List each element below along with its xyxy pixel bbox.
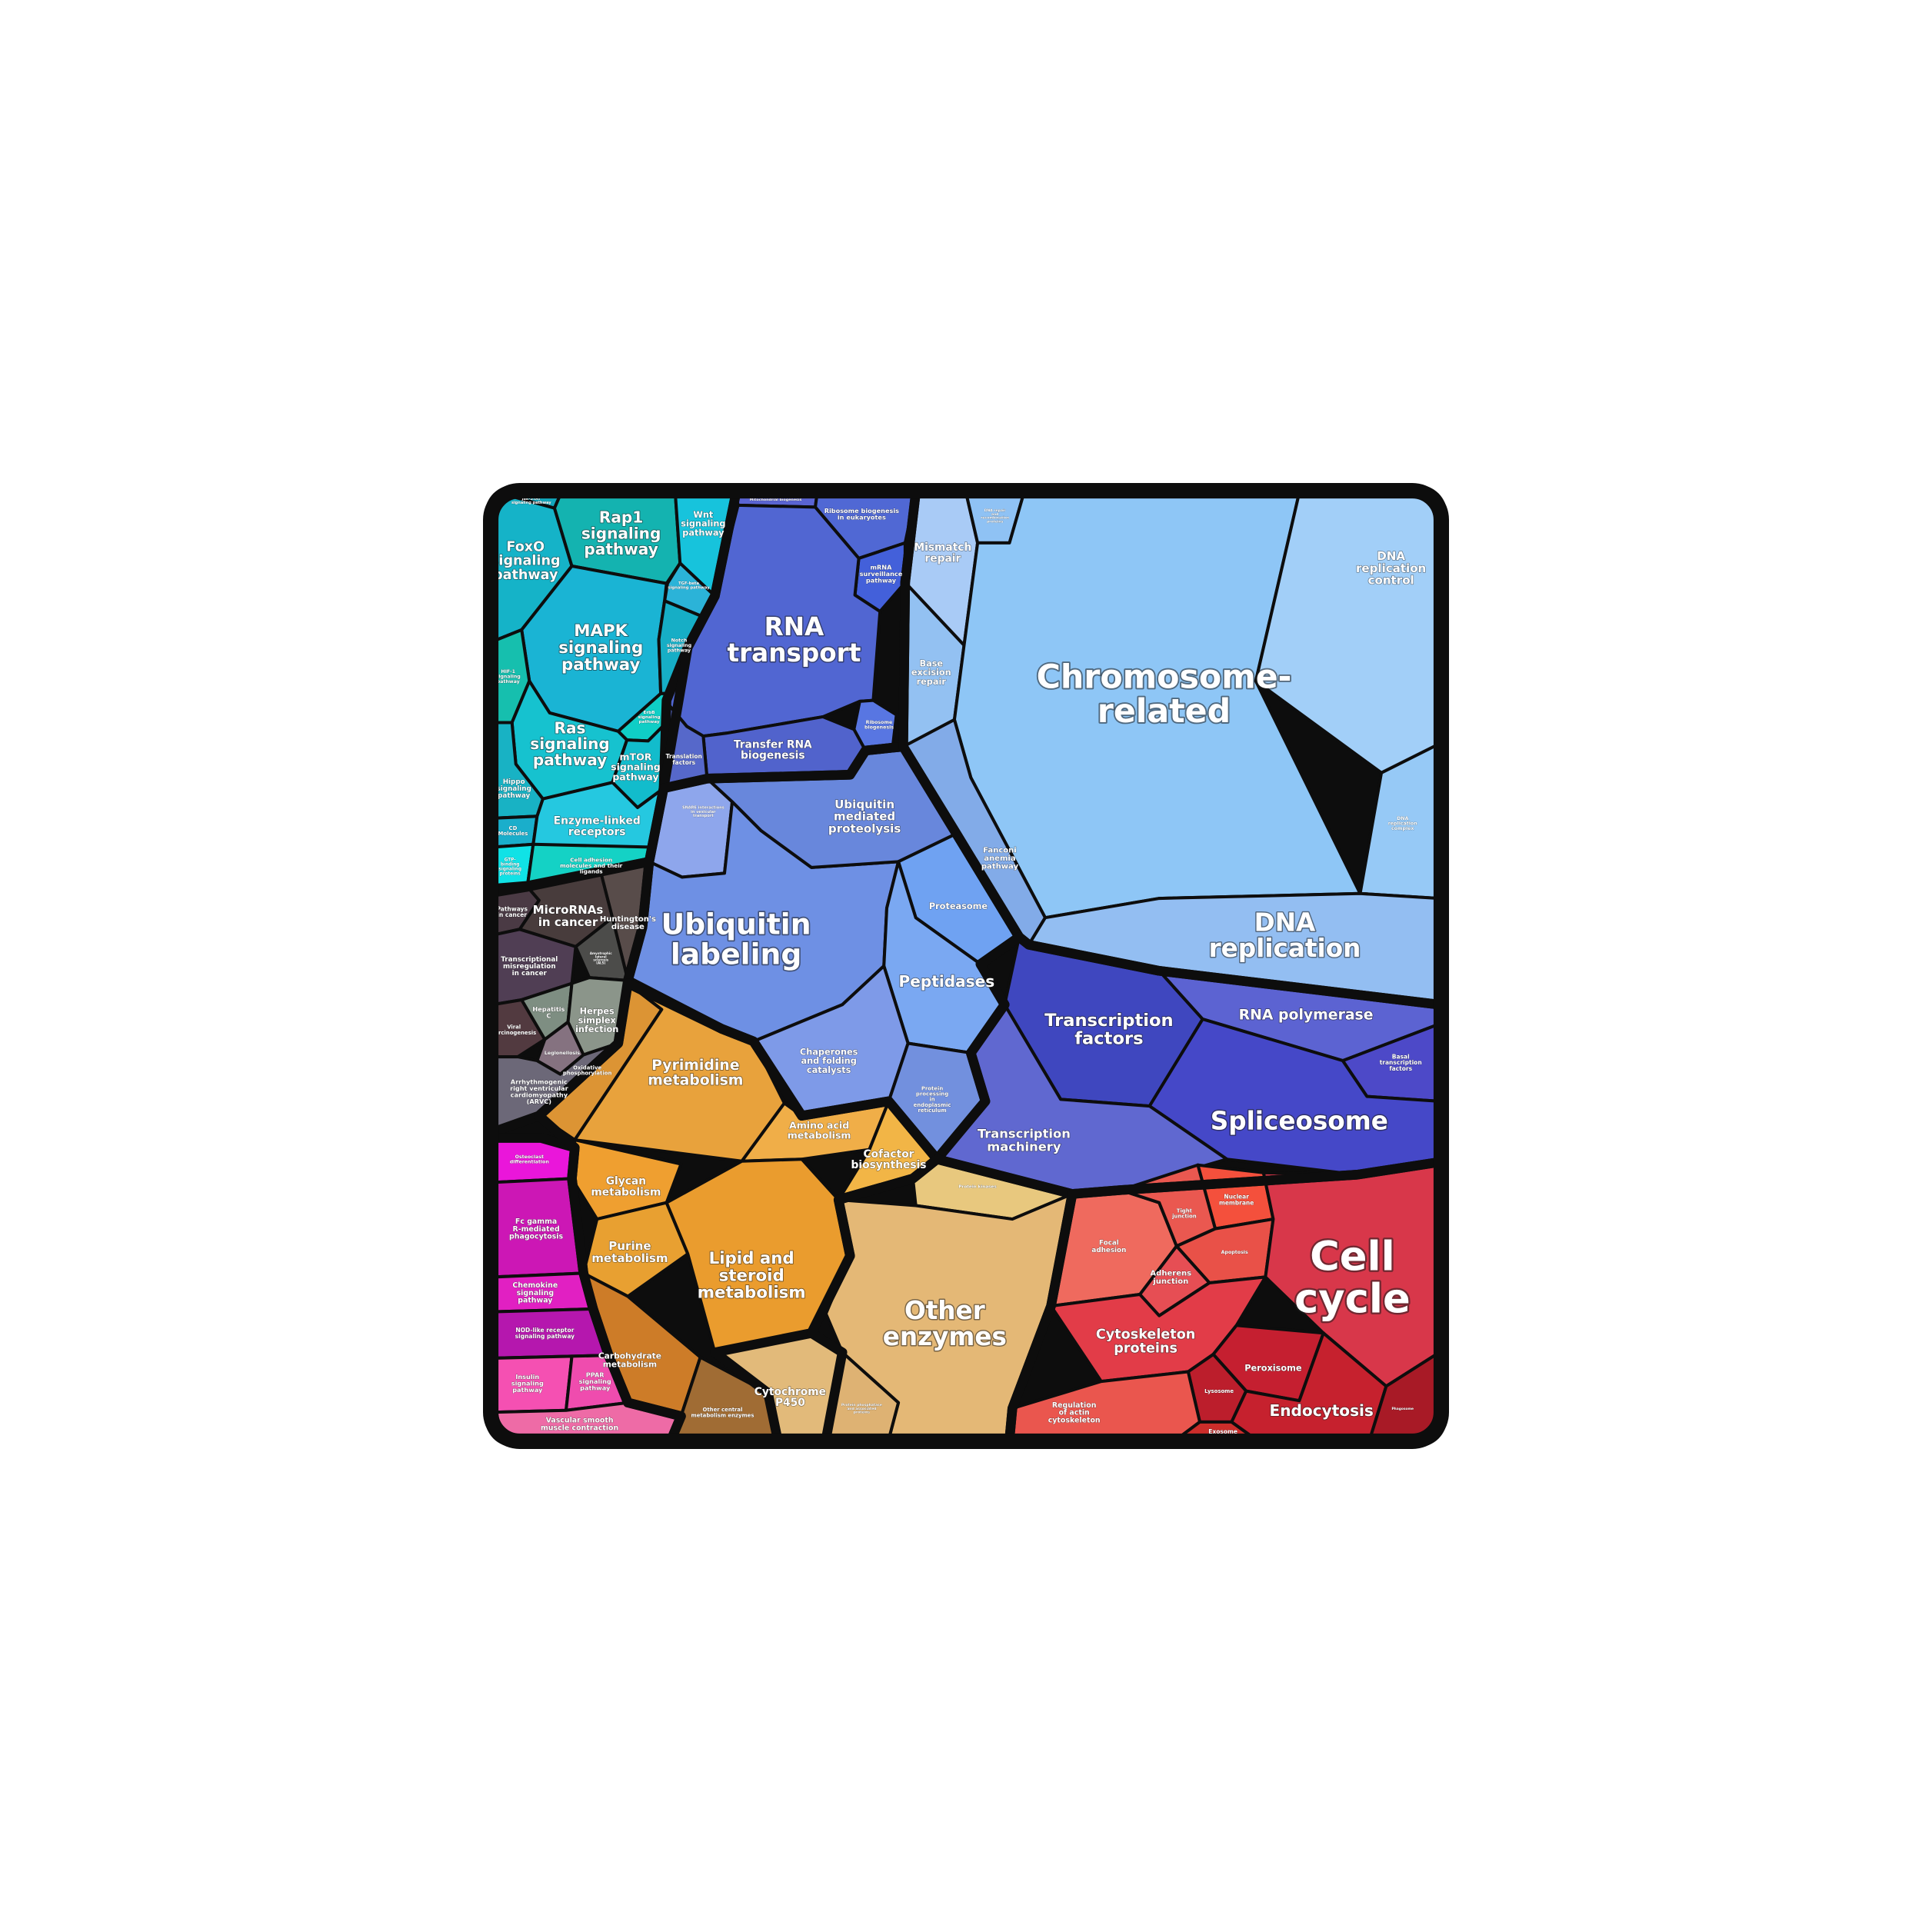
lysosome-label: Lysosome — [1204, 1388, 1234, 1394]
peroxisome-label: Peroxisome — [1244, 1363, 1302, 1373]
peptidases-label: Peptidases — [899, 972, 995, 991]
proteasome-label: Proteasome — [929, 901, 988, 911]
group-outline-metabolism — [534, 978, 942, 1444]
figure-border — [483, 483, 1449, 1449]
legionellosis-label: Legionellosis — [545, 1051, 580, 1056]
protein-kinases-label: Protein kinases — [958, 1184, 997, 1189]
mitochondrial-biogenesis-label: Mitochondrial biogenesis — [750, 498, 802, 502]
apoptosis-label: Apoptosis — [1221, 1250, 1248, 1255]
rna-polymerase-label: RNA polymerase — [1239, 1007, 1374, 1023]
endocytosis-label: Endocytosis — [1270, 1401, 1374, 1420]
spliceosome-label: Spliceosome — [1211, 1106, 1388, 1135]
phagosome-label: Phagosome — [1391, 1407, 1414, 1411]
chromosome-related-label: Chromosome-related — [1037, 658, 1292, 731]
exosome-label: Exosome — [1208, 1428, 1237, 1435]
